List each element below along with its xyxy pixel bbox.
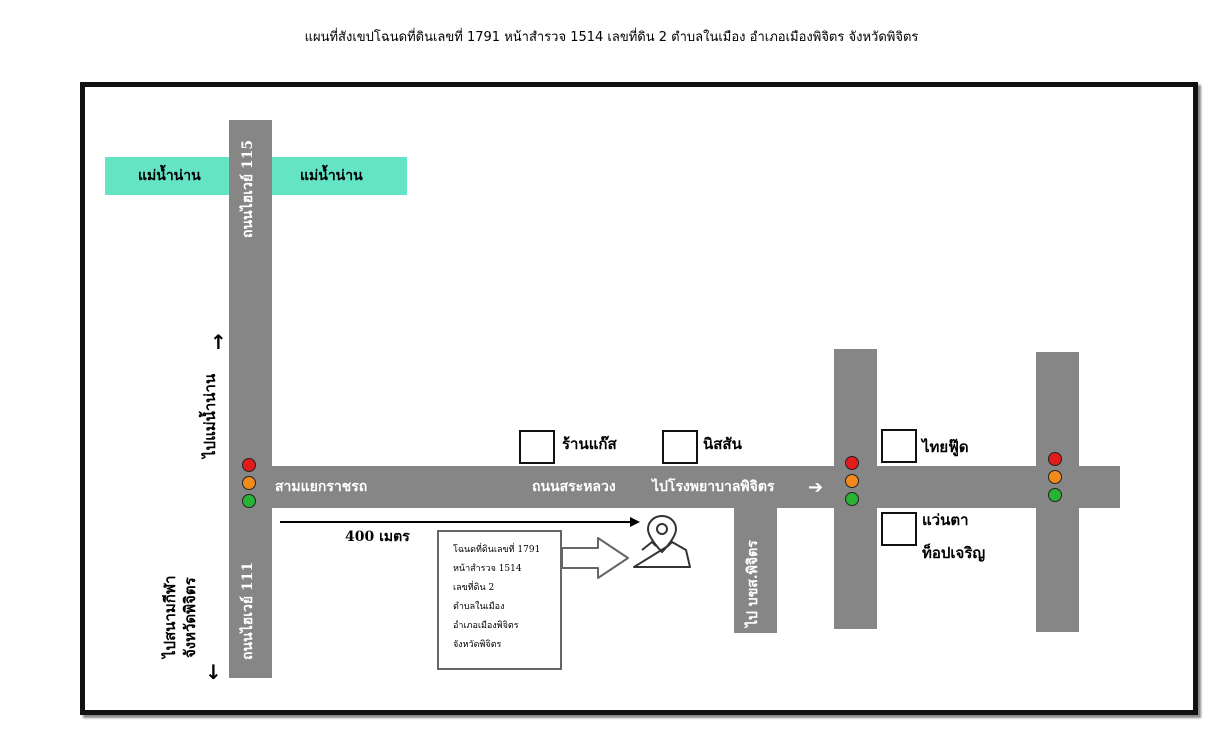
vertical-highway-road	[229, 120, 272, 678]
down-arrow-icon: ↓	[205, 660, 222, 684]
nissan-label: นิสสัน	[703, 435, 742, 453]
land-deed-note: โฉนดที่ดินเลขที่ 1791 หน้าสำรวจ 1514 เลข…	[437, 530, 562, 670]
bus-terminal-road	[734, 505, 777, 633]
junction-label: สามแยกราชรถ	[275, 479, 368, 495]
thai-food-marker	[881, 429, 917, 463]
to-bus-terminal-label: ไป บขส.พิจิตร	[745, 540, 761, 627]
note-line: จังหวัดพิจิตร	[453, 640, 502, 650]
map-frame	[80, 82, 1198, 715]
highway-115-label: ถนนไฮเวย์ 115	[240, 139, 256, 238]
note-line: อำเภอเมืองพิจิตร	[453, 621, 519, 631]
to-river-label: ไปแม่น้ำน่าน	[201, 373, 219, 458]
river-right	[272, 157, 407, 195]
nissan-marker	[662, 430, 698, 464]
thai-food-label: ไทยฟู๊ด	[922, 438, 969, 456]
gas-shop-marker	[519, 430, 555, 464]
distance-arrow	[280, 517, 640, 527]
sra-luang-label: ถนนสระหลวง	[532, 479, 616, 495]
note-line: ตำบลในเมือง	[453, 602, 505, 612]
up-arrow-icon: ↑	[210, 330, 227, 354]
highway-111-label: ถนนไฮเวย์ 111	[240, 561, 256, 660]
callout-arrow	[561, 537, 629, 579]
river-right-label: แม่น้ำน่าน	[300, 168, 363, 184]
traffic-light-icon	[240, 456, 258, 512]
river-left-label: แม่น้ำน่าน	[138, 168, 201, 184]
right-arrow-icon: ➔	[808, 477, 824, 498]
map-title: แผนที่สังเขปโฉนดที่ดินเลขที่ 1791 หน้าสำ…	[304, 30, 919, 45]
gas-shop-label: ร้านแก๊ส	[562, 435, 617, 453]
optical-shop-marker	[881, 512, 917, 546]
to-stadium-label-1: ไปสนามกีฬา	[161, 575, 179, 658]
optical-label-1: แว่นตา	[922, 511, 969, 529]
to-stadium-label-2: จังหวัดพิจิตร	[181, 577, 199, 658]
to-hospital-label: ไปโรงพยาบาลพิจิตร	[652, 479, 775, 495]
note-line: เลขที่ดิน 2	[453, 583, 495, 593]
distance-label: 400 เมตร	[345, 529, 410, 545]
traffic-light-icon	[843, 454, 861, 510]
river-left	[105, 157, 229, 195]
note-line: โฉนดที่ดินเลขที่ 1791	[453, 545, 541, 555]
traffic-light-icon	[1046, 450, 1064, 506]
map-pin-icon	[633, 514, 691, 568]
note-line: หน้าสำรวจ 1514	[453, 564, 522, 574]
sra-luang-road	[229, 466, 1120, 508]
cross-road-1	[834, 349, 877, 629]
optical-label-2: ท็อปเจริญ	[922, 544, 986, 562]
